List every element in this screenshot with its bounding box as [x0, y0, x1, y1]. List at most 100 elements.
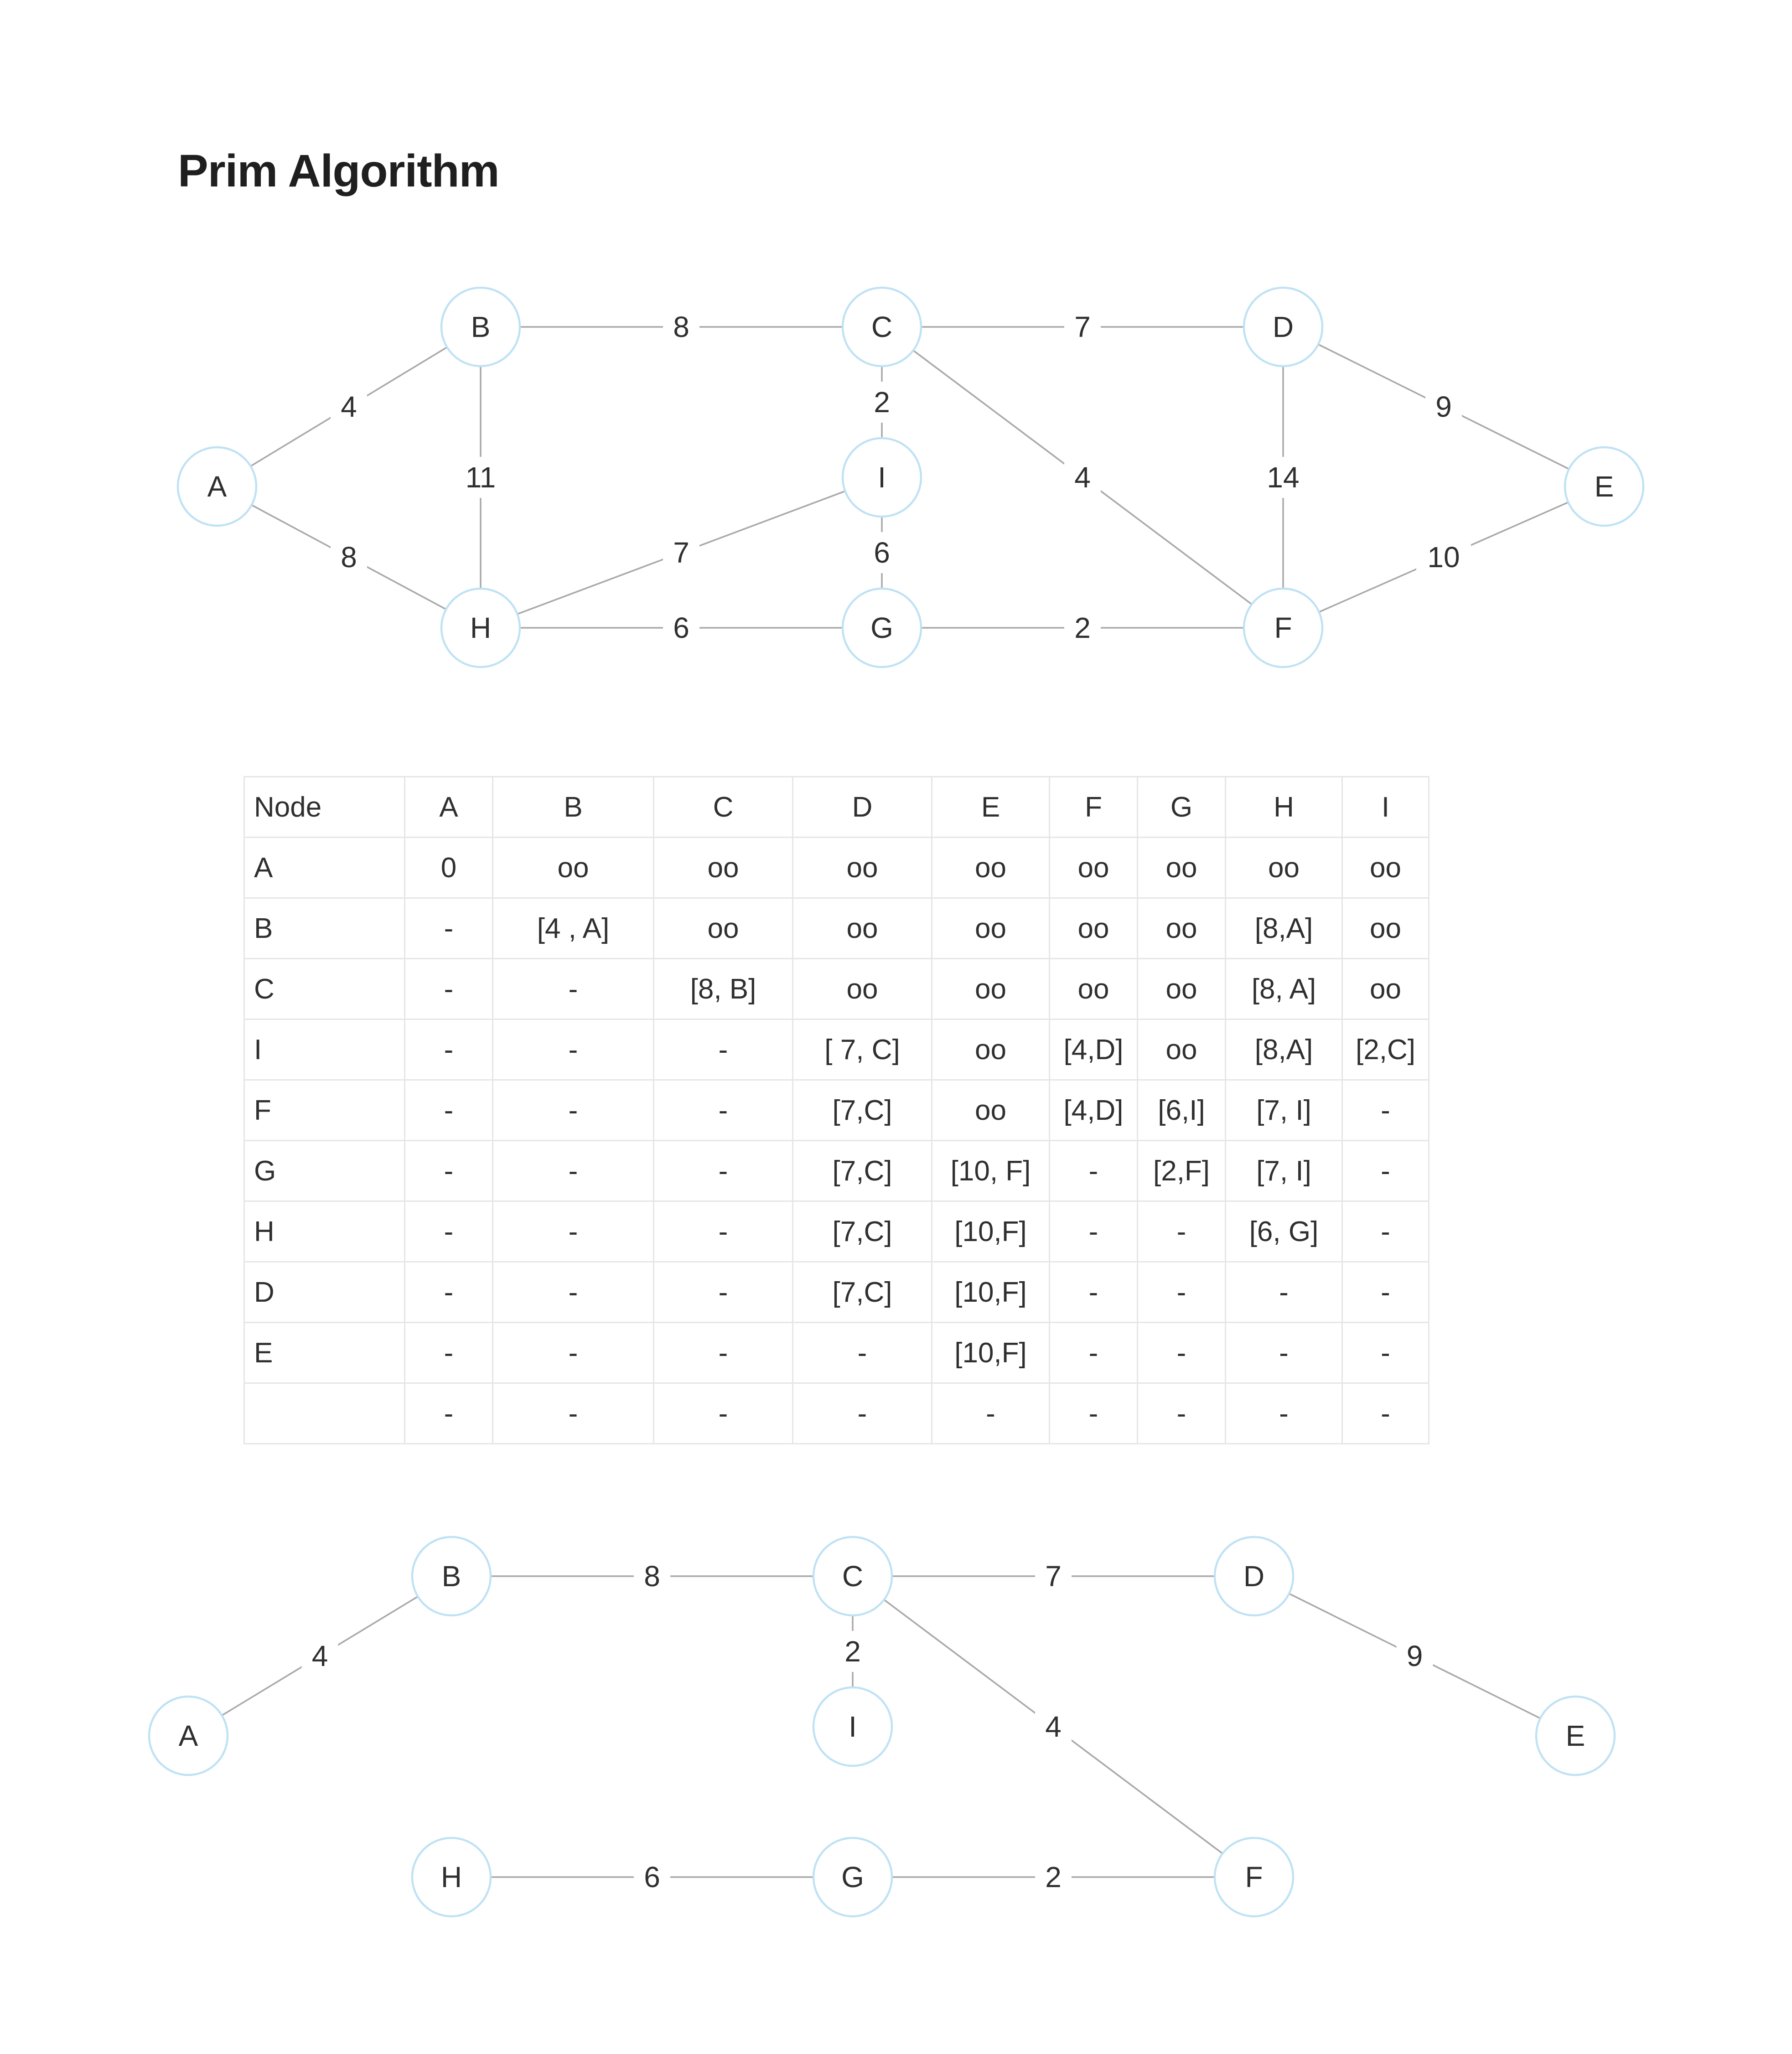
table-cell: [10,F] — [931, 1322, 1050, 1384]
edge-weight-h-i: 7 — [673, 536, 689, 569]
node-circle — [1243, 286, 1324, 367]
node-h: H — [440, 587, 521, 668]
table-cell: [7,C] — [792, 1140, 932, 1202]
node-circle — [1535, 1695, 1616, 1776]
node-i: I — [841, 437, 922, 518]
node-c: C — [812, 1536, 893, 1617]
table-cell: - — [653, 1140, 793, 1202]
table-cell: [ 7, C] — [792, 1019, 932, 1081]
table-cell: [2,C] — [1341, 1019, 1429, 1081]
table-cell: oo — [492, 837, 654, 899]
table-cell: oo — [1341, 897, 1429, 959]
node-e: E — [1535, 1695, 1616, 1776]
node-label: C — [842, 1560, 863, 1593]
edge-weight-b-c: 8 — [673, 310, 689, 343]
table-cell: [2,F] — [1137, 1140, 1226, 1202]
edge-weight-g-f: 2 — [1045, 1861, 1062, 1894]
table-cell: [4,D] — [1049, 1019, 1138, 1081]
table-cell: - — [492, 1200, 654, 1262]
table-cell: oo — [1137, 958, 1226, 1020]
edge-label-background — [1425, 386, 1462, 427]
node-label: E — [1595, 470, 1614, 503]
edge-label-background — [1256, 457, 1310, 498]
page-title: Prim Algorithm — [178, 145, 500, 197]
node-e: E — [1564, 446, 1645, 527]
table-cell: oo — [1341, 958, 1429, 1020]
table-cell: [8, B] — [653, 958, 793, 1020]
table-row: G---[7,C][10, F]-[2,F][7, I]- — [243, 1140, 1429, 1202]
table-cell: - — [404, 1140, 493, 1202]
edge-label-background — [834, 1631, 871, 1672]
table-cell: - — [404, 1261, 493, 1323]
node-label: B — [442, 1560, 461, 1593]
edge-label-background — [453, 457, 508, 498]
table-cell: - — [653, 1261, 793, 1323]
table-row: --------- — [243, 1382, 1429, 1444]
node-circle — [841, 437, 922, 518]
table-cell: - — [492, 1019, 654, 1081]
node-circle — [440, 286, 521, 367]
table-cell: - — [404, 1382, 493, 1444]
header-e: E — [931, 776, 1050, 838]
node-d: D — [1243, 286, 1324, 367]
row-node-label: D — [243, 1261, 405, 1323]
node-label: G — [841, 1861, 864, 1894]
table-cell: - — [404, 1079, 493, 1141]
table-cell: - — [1049, 1261, 1138, 1323]
edge-weight-h-g: 6 — [673, 611, 689, 644]
table-cell: [7,C] — [792, 1200, 932, 1262]
node-f: F — [1213, 1837, 1295, 1918]
row-node-label: A — [243, 837, 405, 899]
edge-weight-d-e: 9 — [1407, 1640, 1423, 1672]
node-circle — [812, 1686, 893, 1767]
node-circle — [176, 446, 258, 527]
table-cell: - — [1341, 1200, 1429, 1262]
node-label: A — [207, 470, 227, 503]
table-row: H---[7,C][10,F]--[6, G]- — [243, 1200, 1429, 1262]
node-circle — [1243, 587, 1324, 668]
table-cell: oo — [792, 897, 932, 959]
table-cell: [8,A] — [1225, 1019, 1343, 1081]
row-node-label: H — [243, 1200, 405, 1262]
node-label: H — [470, 611, 491, 644]
table-cell: - — [492, 1261, 654, 1323]
edge-label-background — [663, 607, 699, 648]
table-cell: - — [1137, 1322, 1226, 1384]
edge-weight-b-h: 11 — [466, 461, 496, 494]
row-node-label: G — [243, 1140, 405, 1202]
edge-weight-d-f: 14 — [1267, 461, 1299, 494]
node-circle — [841, 286, 922, 367]
node-b: B — [440, 286, 521, 367]
edge-weight-h-g: 6 — [644, 1861, 660, 1894]
header-f: F — [1049, 776, 1138, 838]
node-label: H — [441, 1861, 462, 1894]
table-cell: oo — [1225, 837, 1343, 899]
edge-label-background — [1035, 1556, 1072, 1597]
edge-weight-i-g: 6 — [874, 536, 890, 569]
table-cell: - — [404, 1322, 493, 1384]
table-cell: [6, G] — [1225, 1200, 1343, 1262]
node-label: D — [1243, 1560, 1264, 1593]
node-g: G — [841, 587, 922, 668]
node-g: G — [812, 1837, 893, 1918]
row-node-label: C — [243, 958, 405, 1020]
edge-label-background — [331, 537, 367, 578]
edge-label-background — [1416, 537, 1471, 578]
table-cell: - — [1225, 1322, 1343, 1384]
node-i: I — [812, 1686, 893, 1767]
edge-weight-c-i: 2 — [874, 386, 890, 419]
row-node-label: E — [243, 1322, 405, 1384]
table-row: F---[7,C]oo[4,D][6,I][7, I]- — [243, 1079, 1429, 1141]
row-node-label: B — [243, 897, 405, 959]
table-cell: oo — [792, 958, 932, 1020]
node-circle — [812, 1536, 893, 1617]
header-node: Node — [243, 776, 405, 838]
node-label: D — [1273, 310, 1294, 343]
